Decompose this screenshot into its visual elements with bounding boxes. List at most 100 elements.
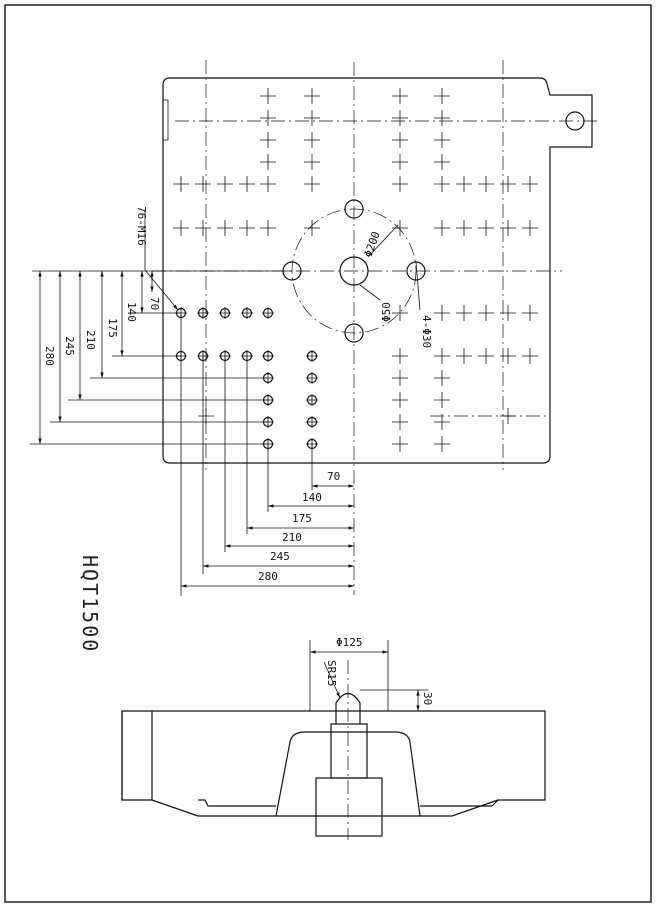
hdim-210: 210 bbox=[282, 531, 302, 544]
position-cross bbox=[500, 176, 516, 192]
hdim-245: 245 bbox=[270, 550, 290, 563]
position-cross bbox=[304, 110, 320, 126]
position-cross bbox=[500, 305, 516, 321]
tapped-hole-center bbox=[306, 416, 318, 428]
sphere-leader bbox=[323, 661, 341, 699]
dimension-leader bbox=[415, 261, 421, 311]
position-cross bbox=[198, 408, 214, 424]
position-cross bbox=[392, 176, 408, 192]
position-cross bbox=[456, 348, 472, 364]
hole-position-crosses bbox=[173, 88, 538, 452]
ejector-holes-label: 4-Φ30 bbox=[420, 315, 433, 348]
position-cross bbox=[304, 220, 320, 236]
tapped-hole-center bbox=[306, 394, 318, 406]
position-cross bbox=[392, 110, 408, 126]
vdim-140: 140 bbox=[125, 302, 138, 322]
position-cross bbox=[434, 176, 450, 192]
position-cross bbox=[434, 348, 450, 364]
position-cross bbox=[392, 370, 408, 386]
vdim-210: 210 bbox=[84, 330, 97, 350]
vdim-280: 280 bbox=[43, 346, 56, 366]
position-cross bbox=[522, 220, 538, 236]
position-cross bbox=[195, 176, 211, 192]
position-cross bbox=[456, 220, 472, 236]
ejector-hole bbox=[344, 323, 364, 343]
position-cross bbox=[522, 176, 538, 192]
position-cross bbox=[434, 220, 450, 236]
position-cross bbox=[260, 154, 276, 170]
position-cross bbox=[392, 220, 408, 236]
position-cross bbox=[217, 220, 233, 236]
position-cross bbox=[434, 370, 450, 386]
dimension-leader bbox=[367, 224, 399, 258]
tapped-holes bbox=[175, 307, 318, 450]
position-cross bbox=[304, 132, 320, 148]
position-cross bbox=[434, 392, 450, 408]
position-cross bbox=[304, 176, 320, 192]
horizontal-dimensions: 70 140 175 210 245 280 bbox=[180, 313, 354, 596]
tapped-hole-center bbox=[306, 372, 318, 384]
tapped-hole-center bbox=[219, 307, 231, 319]
platen-outline bbox=[162, 77, 593, 464]
nozzle-tip bbox=[335, 692, 361, 724]
center-bore bbox=[339, 256, 369, 286]
tapped-hole-center bbox=[262, 307, 274, 319]
platen-side-view: Φ125 SR15 30 bbox=[121, 636, 546, 840]
position-cross bbox=[478, 220, 494, 236]
vdim-70: 70 bbox=[148, 297, 161, 310]
position-cross bbox=[434, 132, 450, 148]
position-cross bbox=[434, 88, 450, 104]
position-cross bbox=[392, 305, 408, 321]
position-cross bbox=[434, 436, 450, 452]
position-cross bbox=[478, 176, 494, 192]
position-cross bbox=[500, 220, 516, 236]
vdim-245: 245 bbox=[63, 336, 76, 356]
hdim-70: 70 bbox=[327, 470, 340, 483]
position-cross bbox=[260, 110, 276, 126]
position-cross bbox=[434, 414, 450, 430]
vertical-dimensions: 70 140 175 210 245 280 bbox=[30, 270, 292, 445]
position-cross bbox=[478, 348, 494, 364]
tapped-hole-center bbox=[241, 307, 253, 319]
nozzle-depth-label: 30 bbox=[421, 692, 434, 705]
hdim-175: 175 bbox=[292, 512, 312, 525]
position-cross bbox=[217, 176, 233, 192]
platen-inner-edge bbox=[163, 99, 169, 141]
position-cross bbox=[522, 348, 538, 364]
position-cross bbox=[260, 88, 276, 104]
position-cross bbox=[392, 132, 408, 148]
position-cross bbox=[304, 154, 320, 170]
drawing-border bbox=[4, 4, 652, 903]
position-cross bbox=[195, 220, 211, 236]
position-cross bbox=[173, 220, 189, 236]
position-cross bbox=[456, 305, 472, 321]
position-cross bbox=[500, 408, 516, 424]
tapped-hole-center bbox=[197, 307, 209, 319]
position-cross bbox=[392, 436, 408, 452]
tapped-holes-label: 76-M16 bbox=[135, 206, 148, 246]
tapped-hole-center bbox=[262, 350, 274, 362]
center-bore-label: Φ50 bbox=[380, 302, 393, 322]
side-boss bbox=[275, 731, 421, 817]
ejector-hole bbox=[344, 199, 364, 219]
position-cross bbox=[260, 132, 276, 148]
position-cross bbox=[392, 392, 408, 408]
platen-top-view: 70 140 175 210 245 280 70 140 175 210 bbox=[30, 60, 600, 596]
tapped-hole-center bbox=[306, 350, 318, 362]
position-cross bbox=[522, 305, 538, 321]
side-body-outline bbox=[121, 710, 546, 817]
position-cross bbox=[434, 110, 450, 126]
sphere-radius-label: SR15 bbox=[325, 660, 338, 687]
dimension-leader bbox=[359, 284, 381, 301]
hdim-280: 280 bbox=[258, 570, 278, 583]
side-rib-left bbox=[198, 799, 276, 807]
position-cross bbox=[173, 176, 189, 192]
position-cross bbox=[392, 154, 408, 170]
position-cross bbox=[392, 88, 408, 104]
position-cross bbox=[434, 305, 450, 321]
side-rib-right bbox=[420, 799, 499, 807]
nozzle-flange bbox=[315, 777, 383, 837]
position-cross bbox=[500, 348, 516, 364]
position-cross bbox=[456, 176, 472, 192]
